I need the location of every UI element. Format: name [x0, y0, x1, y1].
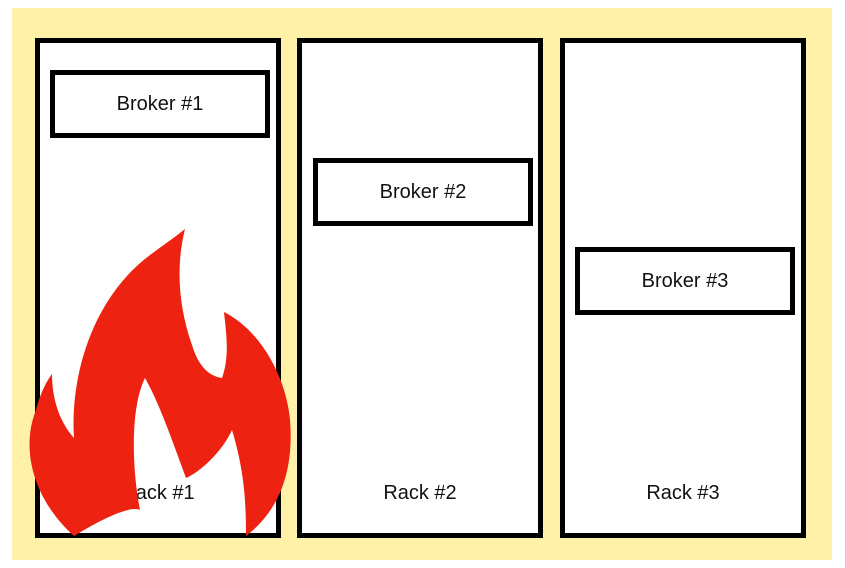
broker-1: Broker #1 — [50, 70, 270, 138]
broker-2: Broker #2 — [313, 158, 533, 226]
rack-3-label: Rack #3 — [646, 482, 720, 504]
rack-2 — [297, 38, 543, 538]
broker-3: Broker #3 — [575, 247, 795, 315]
rack-1-label: Rack #1 — [121, 482, 195, 504]
broker-2-label: Broker #2 — [379, 180, 467, 203]
broker-3-label: Broker #3 — [641, 269, 729, 292]
broker-1-label: Broker #1 — [116, 92, 204, 115]
rack-2-label: Rack #2 — [383, 482, 457, 504]
